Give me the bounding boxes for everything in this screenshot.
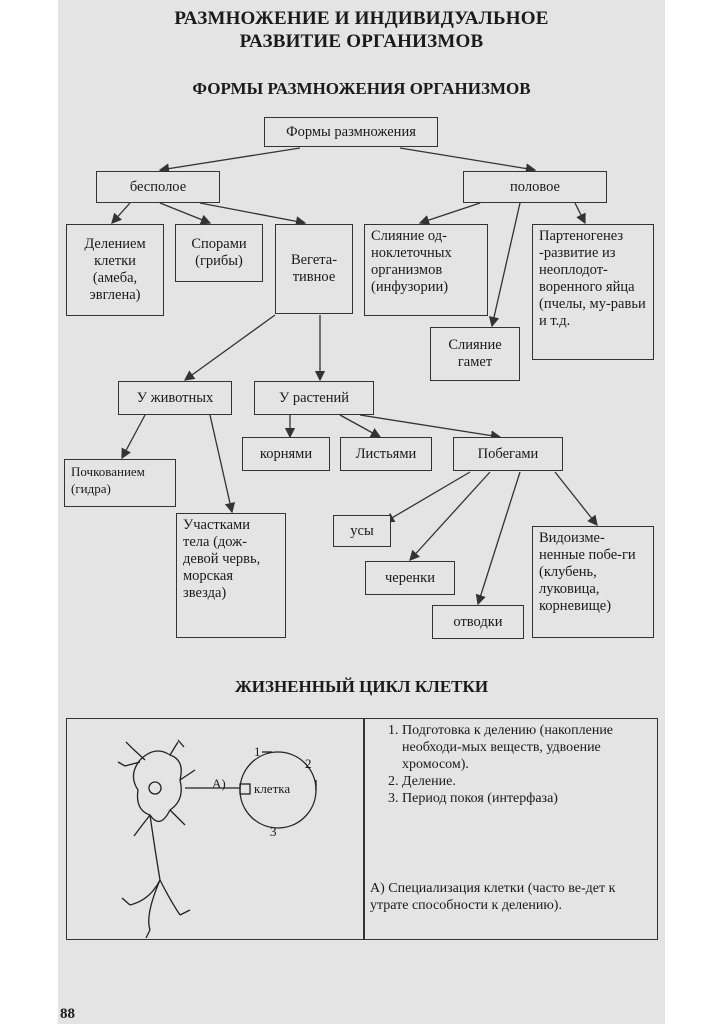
layers-box: отводки	[432, 605, 524, 639]
root-box: Формы размножения	[264, 117, 438, 147]
modified-shoots-box: Видоизме-ненные побе-ги (клубень, лукови…	[532, 526, 654, 638]
cell-cycle-phases-list: Подготовка к делению (накопление необход…	[366, 722, 651, 807]
body-parts-box: Участками тела (дож-девой червь, морская…	[176, 513, 286, 638]
cuttings-box: черенки	[365, 561, 455, 595]
spores-box: Спорами (грибы)	[175, 224, 263, 282]
neuron-nucleus	[148, 781, 162, 795]
page-number: 88	[60, 1006, 75, 1022]
leaves-box: Листьями	[340, 437, 432, 471]
cell-cycle-table	[66, 718, 658, 940]
cycle-label-2: 2	[305, 756, 312, 771]
budding-box: Почкованием (гидра)	[64, 459, 176, 507]
phase-item-2: Деление.	[402, 773, 651, 790]
neuron-body	[132, 750, 182, 822]
phase-item-1: Подготовка к делению (накопление необход…	[402, 722, 651, 773]
animals-box: У животных	[118, 381, 232, 415]
asexual-box: бесполое	[96, 171, 220, 203]
chapter-title-line2: РАЗВИТИЕ ОРГАНИЗМОВ	[239, 31, 484, 52]
phase-item-3: Период покоя (интерфаза)	[402, 790, 651, 807]
section-title-cell-cycle: ЖИЗНЕННЫЙ ЦИКЛ КЛЕТКИ	[234, 677, 489, 696]
specialization-note: А) Специализация клетки (часто ве-дет к …	[370, 881, 616, 913]
division-box: Делением клетки (амеба, эвглена)	[66, 224, 164, 316]
shoots-box: Побегами	[453, 437, 563, 471]
cycle-label-3: 3	[270, 824, 277, 839]
vegetative-box: Вегета-тивное	[275, 224, 353, 314]
runners-box: усы	[333, 515, 391, 547]
table-divider	[363, 719, 365, 939]
roots-box: корнями	[242, 437, 330, 471]
gamete-fusion-box: Слияние гамет	[430, 327, 520, 381]
fusion-unicellular-box: Слияние од-ноклеточных организмов (инфуз…	[364, 224, 488, 316]
cycle-label-1: 1	[254, 744, 261, 759]
section-title-reproduction: ФОРМЫ РАЗМНОЖЕНИЯ ОРГАНИЗМОВ	[192, 79, 531, 98]
plants-box: У растений	[254, 381, 374, 415]
parthenogenesis-box: Партеногенез -развитие из неоплодот-воре…	[532, 224, 654, 360]
cell-marker	[239, 783, 251, 795]
cycle-cell-label: клетка	[254, 781, 291, 796]
chapter-title-line1: РАЗМНОЖЕНИЕ И ИНДИВИДУАЛЬНОЕ	[174, 8, 549, 29]
cycle-label-a: А)	[212, 776, 226, 791]
sexual-box: половое	[463, 171, 607, 203]
